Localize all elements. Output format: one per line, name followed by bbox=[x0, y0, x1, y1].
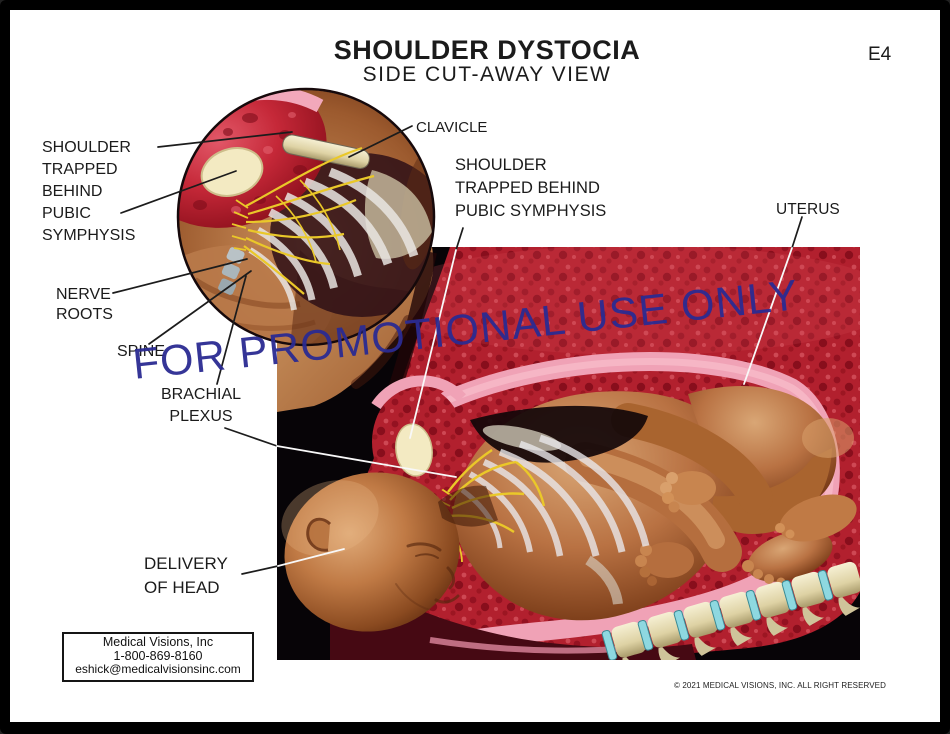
copyright-notice: © 2021 MEDICAL VISIONS, INC. ALL RIGHT R… bbox=[674, 681, 886, 690]
scapula-bone bbox=[364, 170, 432, 259]
plate-code: E4 bbox=[868, 44, 892, 65]
contact-box: Medical Visions, Inc 1-800-869-8160 eshi… bbox=[62, 632, 254, 682]
shoulder-shadow bbox=[470, 405, 648, 463]
baby-foot bbox=[779, 494, 857, 542]
label-nerve-roots: NERVE ROOTS bbox=[56, 286, 113, 323]
label-clavicle: CLAVICLE bbox=[416, 119, 488, 136]
clavicle-bone bbox=[282, 134, 370, 169]
baby-hand bbox=[635, 471, 716, 586]
mother-spine bbox=[601, 561, 860, 660]
contact-phone: 1-800-869-8160 bbox=[113, 648, 203, 663]
birth-canal-tissue bbox=[330, 560, 696, 660]
label-uterus: UTERUS bbox=[776, 201, 840, 218]
inset-circle-border bbox=[176, 87, 436, 347]
label-shoulder-trapped-main: SHOULDER TRAPPED BEHIND PUBIC SYMPHYSIS bbox=[455, 156, 607, 220]
contact-company: Medical Visions, Inc bbox=[102, 635, 214, 649]
nerve-roots-detail bbox=[231, 146, 375, 295]
leader-lines-light bbox=[276, 247, 793, 567]
baby-foot bbox=[747, 530, 833, 582]
page-subtitle: SIDE CUT-AWAY VIEW bbox=[362, 63, 612, 86]
label-shoulder-trapped-inset: SHOULDER TRAPPED BEHIND PUBIC SYMPHYSIS bbox=[42, 139, 136, 244]
baby-face bbox=[395, 542, 460, 611]
page-title: SHOULDER DYSTOCIA bbox=[333, 35, 641, 65]
contact-email: eshick@medicalvisionsinc.com bbox=[75, 662, 241, 676]
baby-head bbox=[281, 472, 498, 632]
baby-arm bbox=[611, 403, 773, 515]
ribs-detail bbox=[248, 167, 419, 311]
label-brachial-plexus: BRACHIAL PLEXUS bbox=[160, 386, 242, 425]
baby-ear bbox=[306, 517, 332, 552]
leader-lines bbox=[112, 125, 803, 575]
label-spine: SPINE bbox=[117, 343, 166, 360]
label-delivery-of-head: DELIVERY OF HEAD bbox=[144, 554, 228, 597]
pubic-symphysis bbox=[371, 375, 466, 498]
